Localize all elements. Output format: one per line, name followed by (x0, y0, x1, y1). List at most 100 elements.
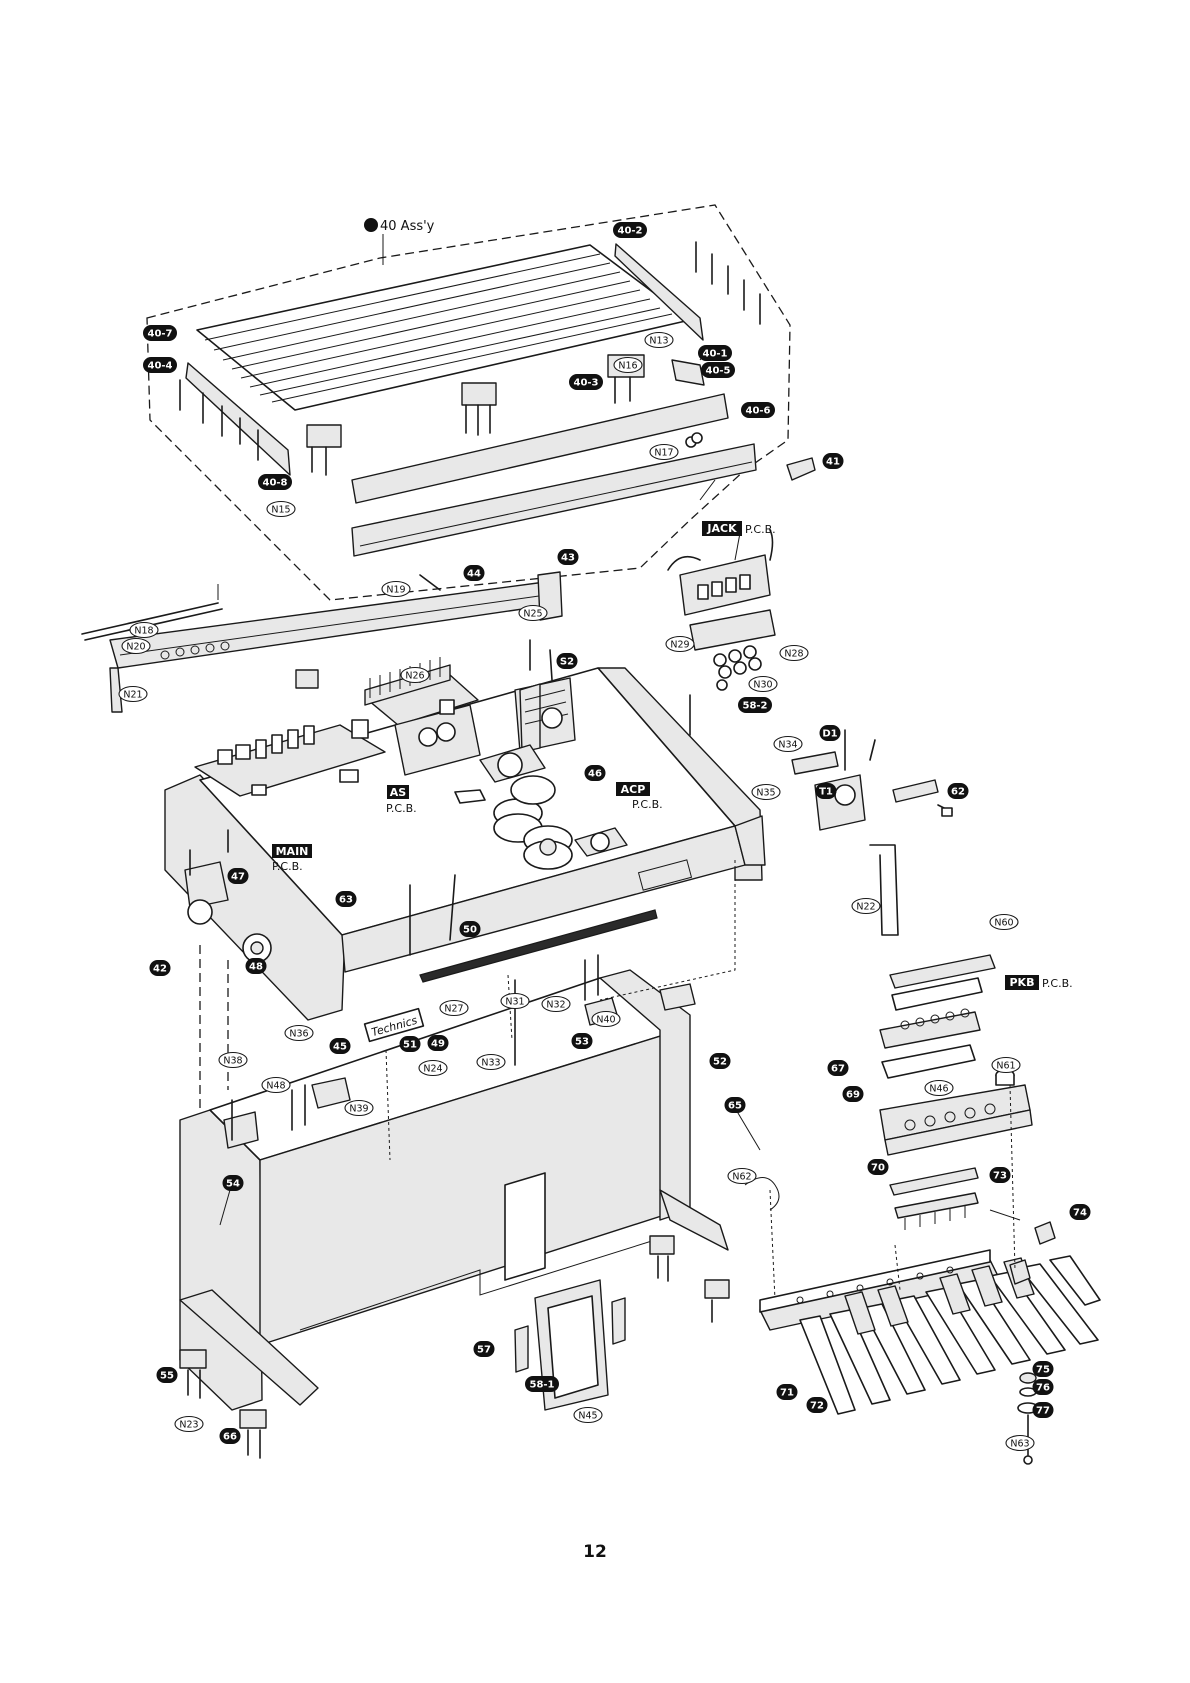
board-tag-jack: JACK P.C.B. (702, 521, 776, 536)
part-callout: 69 (842, 1086, 864, 1102)
part-callout: 70 (867, 1159, 889, 1175)
svg-text:N23: N23 (179, 1419, 198, 1430)
svg-text:40-8: 40-8 (262, 478, 287, 489)
part-callout: 49 (427, 1035, 449, 1051)
part-callout: 47 (227, 868, 249, 884)
hardware-callout: N25 (518, 604, 548, 622)
hardware-callout: N62 (727, 1167, 757, 1185)
part-callout: D1 (819, 725, 841, 741)
hardware-callout: N61 (991, 1056, 1021, 1074)
svg-text:N28: N28 (784, 648, 803, 659)
svg-text:40-7: 40-7 (147, 329, 172, 340)
svg-text:71: 71 (780, 1388, 794, 1399)
part-callout: 40-3 (569, 374, 603, 390)
hardware-callout: N38 (218, 1051, 248, 1069)
hardware-callout: N40 (591, 1010, 621, 1028)
part-callout: 46 (584, 765, 606, 781)
part-callout: 77 (1032, 1402, 1054, 1418)
svg-text:N24: N24 (423, 1063, 442, 1074)
part-callout: 62 (947, 783, 969, 799)
svg-text:40-6: 40-6 (745, 406, 770, 417)
svg-text:N40: N40 (596, 1014, 615, 1025)
part-callout: 40-7 (143, 325, 177, 341)
hardware-callout: N28 (779, 644, 809, 662)
svg-text:40 Ass'y: 40 Ass'y (380, 219, 435, 234)
page-number: 12 (583, 1542, 607, 1562)
svg-text:N19: N19 (386, 584, 405, 595)
part-callout: 66 (219, 1428, 241, 1444)
svg-text:N62: N62 (732, 1171, 751, 1182)
svg-text:PKB: PKB (1010, 976, 1035, 989)
part-callout: S2 (556, 653, 578, 669)
svg-text:70: 70 (871, 1163, 885, 1174)
part-callout: 55 (156, 1367, 178, 1383)
hardware-callout: N33 (476, 1053, 506, 1071)
svg-text:41: 41 (826, 457, 840, 468)
svg-text:50: 50 (463, 925, 477, 936)
svg-text:47: 47 (231, 872, 245, 883)
hardware-callout: N26 (400, 666, 430, 684)
svg-text:N46: N46 (929, 1083, 948, 1094)
svg-text:N38: N38 (223, 1055, 242, 1066)
svg-text:49: 49 (431, 1039, 445, 1050)
svg-text:69: 69 (846, 1090, 860, 1101)
svg-text:55: 55 (160, 1371, 174, 1382)
part-callout: 73 (989, 1167, 1011, 1183)
hardware-callout: N19 (381, 580, 411, 598)
hardware-callouts: N13N15N16N17N18N19N20N21N22N23N24N25N26N… (118, 331, 1035, 1452)
svg-text:N45: N45 (578, 1410, 597, 1421)
board-tag-pkb: PKB P.C.B. (1005, 975, 1073, 990)
svg-text:S2: S2 (560, 657, 574, 668)
svg-text:N31: N31 (505, 996, 524, 1007)
hardware-callout: N17 (649, 443, 679, 461)
part-callout: 54 (222, 1175, 244, 1191)
svg-text:JACK: JACK (706, 522, 737, 535)
svg-text:54: 54 (226, 1179, 240, 1190)
part-callout: 76 (1032, 1379, 1054, 1395)
hardware-callout: N23 (174, 1415, 204, 1433)
part-callout: 74 (1069, 1204, 1091, 1220)
part-callout: 52 (709, 1053, 731, 1069)
hardware-callout: N16 (613, 356, 643, 374)
part-callout: 40-2 (613, 222, 647, 238)
part-callout: 40-1 (698, 345, 732, 361)
svg-text:N15: N15 (271, 504, 290, 515)
svg-text:40-4: 40-4 (147, 361, 172, 372)
svg-text:N61: N61 (996, 1060, 1015, 1071)
svg-text:73: 73 (993, 1171, 1007, 1182)
hardware-callout: N32 (541, 995, 571, 1013)
svg-text:57: 57 (477, 1345, 491, 1356)
board-tag-acp: ACP P.C.B. (616, 782, 663, 811)
svg-text:P.C.B.: P.C.B. (632, 798, 663, 811)
hardware-callout: N35 (751, 783, 781, 801)
hardware-callout: N48 (261, 1076, 291, 1094)
svg-text:58-2: 58-2 (742, 701, 767, 712)
part-callout: 63 (335, 891, 357, 907)
hardware-callout: N46 (924, 1079, 954, 1097)
part-callout: 51 (399, 1036, 421, 1052)
svg-text:N30: N30 (753, 679, 772, 690)
svg-text:67: 67 (831, 1064, 845, 1075)
svg-text:P.C.B.: P.C.B. (745, 523, 776, 536)
svg-text:65: 65 (728, 1101, 742, 1112)
svg-text:42: 42 (153, 964, 167, 975)
svg-text:P.C.B.: P.C.B. (272, 860, 303, 873)
assembly-label: 40 Ass'y (364, 218, 435, 234)
svg-text:51: 51 (403, 1040, 417, 1051)
hardware-callout: N63 (1005, 1434, 1035, 1452)
hardware-callout: N34 (773, 735, 803, 753)
svg-text:77: 77 (1036, 1406, 1050, 1417)
part-callout: 67 (827, 1060, 849, 1076)
svg-text:N35: N35 (756, 787, 775, 798)
svg-text:74: 74 (1073, 1208, 1087, 1219)
svg-text:N22: N22 (856, 901, 875, 912)
svg-text:N63: N63 (1010, 1438, 1029, 1449)
hardware-callout: N39 (344, 1099, 374, 1117)
part-callout: 42 (149, 960, 171, 976)
svg-text:N13: N13 (649, 335, 668, 346)
svg-text:N20: N20 (126, 641, 145, 652)
hardware-callout: N18 (129, 621, 159, 639)
svg-text:N39: N39 (349, 1103, 368, 1114)
svg-text:ACP: ACP (621, 783, 646, 796)
svg-text:N21: N21 (123, 689, 142, 700)
